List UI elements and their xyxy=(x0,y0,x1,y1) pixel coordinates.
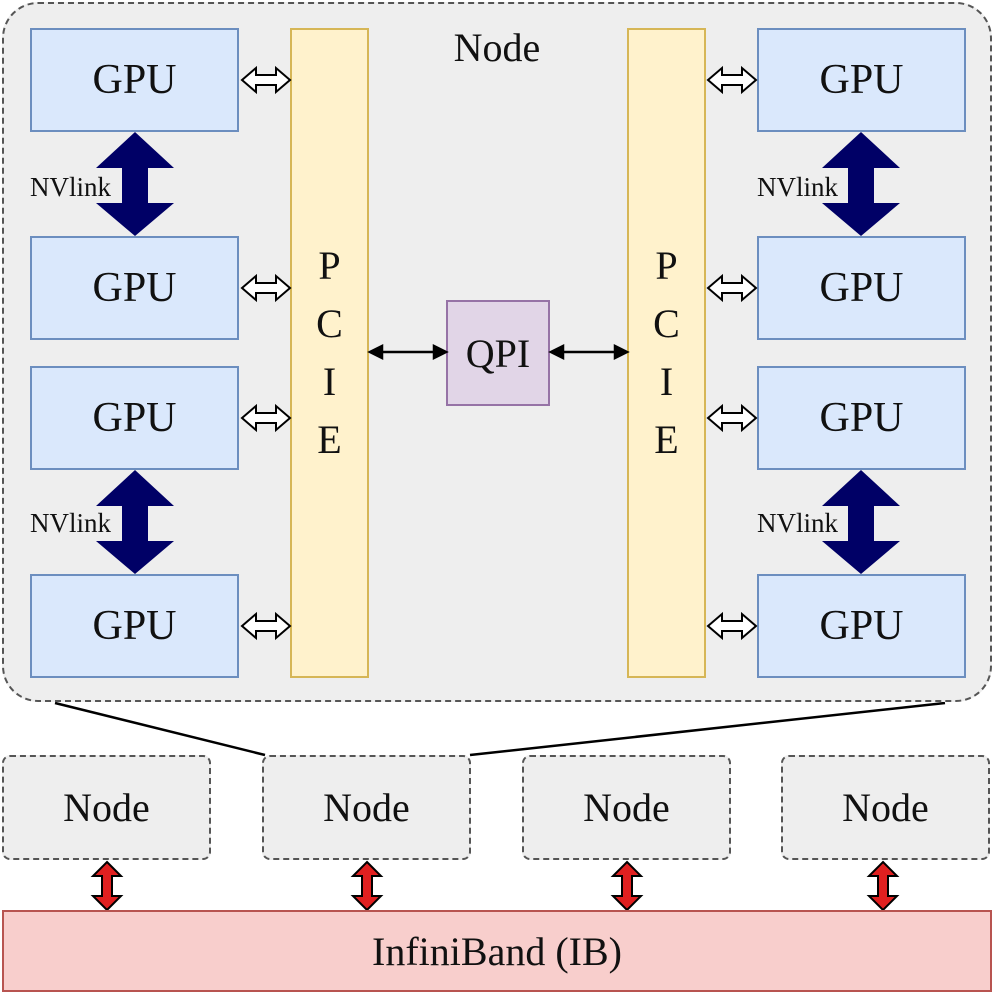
nvlink-arrow-left-top xyxy=(96,132,174,236)
qpi-links xyxy=(367,343,630,361)
gpu-left-4: GPU xyxy=(30,574,239,678)
hollow-double-arrow-icon xyxy=(706,403,758,433)
pcie-letter: C xyxy=(653,301,680,346)
infiniband-bus: InfiniBand (IB) xyxy=(2,910,992,992)
nvlink-arrow-left-bottom xyxy=(96,470,174,574)
hollow-double-arrow-icon xyxy=(706,273,758,303)
hollow-double-arrow-icon xyxy=(706,611,758,641)
red-double-arrow-icon xyxy=(610,860,644,912)
hollow-double-arrow-icon xyxy=(706,65,758,95)
red-double-arrow-icon xyxy=(90,860,124,912)
zoom-line-left xyxy=(54,701,266,757)
pcie-letter: E xyxy=(317,417,342,462)
gpu-label: GPU xyxy=(92,57,177,103)
cluster-node-2: Node xyxy=(262,755,471,860)
hollow-double-arrow-icon xyxy=(240,65,292,95)
gpu-pcie-arrows-right xyxy=(706,65,758,641)
nvlink-label-right-bottom: NVlink xyxy=(757,508,838,538)
pcie-letter: P xyxy=(318,243,341,288)
gpu-label: GPU xyxy=(92,395,177,441)
node-label: Node xyxy=(842,785,929,830)
nvlink-arrow-right-bottom xyxy=(822,470,900,574)
node-label: Node xyxy=(583,785,670,830)
arrowhead-icon xyxy=(367,343,384,361)
arrowhead-icon xyxy=(613,343,630,361)
node-label: Node xyxy=(63,785,150,830)
gpu-right-2: GPU xyxy=(757,236,966,340)
gpu-pcie-arrows-left xyxy=(240,65,292,641)
node-label: Node xyxy=(323,785,410,830)
gpu-right-3: GPU xyxy=(757,366,966,470)
cluster-node-3: Node xyxy=(522,755,731,860)
pcie-bus-right: P C I E xyxy=(627,28,706,678)
arrowhead-icon xyxy=(432,343,449,361)
pcie-bus-left: P C I E xyxy=(290,28,369,678)
gpu-label: GPU xyxy=(819,57,904,103)
red-double-arrow-icon xyxy=(866,860,900,912)
pcie-letter: C xyxy=(316,301,343,346)
gpu-right-4: GPU xyxy=(757,574,966,678)
gpu-left-1: GPU xyxy=(30,28,239,132)
gpu-label: GPU xyxy=(92,603,177,649)
gpu-left-2: GPU xyxy=(30,236,239,340)
hollow-double-arrow-icon xyxy=(240,403,292,433)
hollow-double-arrow-icon xyxy=(240,273,292,303)
nvlink-arrow-right-top xyxy=(822,132,900,236)
gpu-left-3: GPU xyxy=(30,366,239,470)
red-double-arrow-icon xyxy=(350,860,384,912)
node-title: Node xyxy=(453,25,541,70)
pcie-letter: I xyxy=(322,359,337,404)
ib-arrows xyxy=(90,860,900,912)
pcie-letter: I xyxy=(659,359,674,404)
gpu-label: GPU xyxy=(819,265,904,311)
gpu-label: GPU xyxy=(92,265,177,311)
nvlink-arrows xyxy=(96,132,900,574)
gpu-label: GPU xyxy=(819,395,904,441)
pcie-letter: P xyxy=(655,243,678,288)
gpu-label: GPU xyxy=(819,603,904,649)
cluster-node-4: Node xyxy=(781,755,990,860)
pcie-letter: E xyxy=(654,417,679,462)
gpu-right-1: GPU xyxy=(757,28,966,132)
arrowhead-icon xyxy=(548,343,565,361)
zoom-line-right xyxy=(469,701,946,757)
nvlink-label-left-bottom: NVlink xyxy=(30,508,111,538)
hollow-double-arrow-icon xyxy=(240,611,292,641)
nvlink-label-left-top: NVlink xyxy=(30,172,111,202)
qpi-box: QPI xyxy=(446,300,550,406)
cluster-node-1: Node xyxy=(2,755,211,860)
nvlink-label-right-top: NVlink xyxy=(757,172,838,202)
infiniband-label: InfiniBand (IB) xyxy=(372,928,622,974)
qpi-label: QPI xyxy=(465,330,531,376)
